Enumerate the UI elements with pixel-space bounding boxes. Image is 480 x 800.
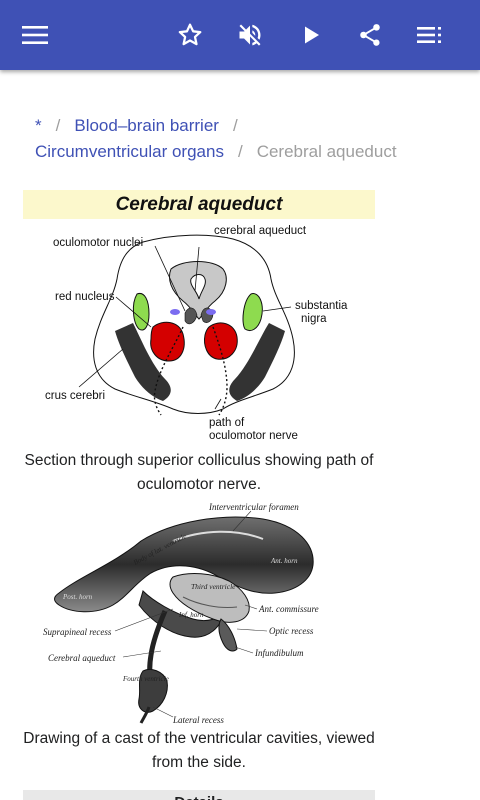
play-button[interactable] bbox=[287, 11, 335, 59]
label-lateral-recess: Lateral recess bbox=[172, 715, 224, 725]
contents-button[interactable] bbox=[406, 11, 454, 59]
breadcrumb: * / Blood–brain barrier / Circumventricular… bbox=[35, 113, 455, 165]
label-third-ventricle: Third ventricle bbox=[191, 582, 236, 591]
substantia-nigra-right bbox=[242, 293, 263, 332]
red-nucleus-left bbox=[150, 321, 185, 362]
label-oculomotor-nuclei: oculomotor nuclei bbox=[53, 237, 143, 249]
breadcrumb-current: Cerebral aqueduct bbox=[256, 142, 397, 161]
third-ventricle-cast bbox=[169, 573, 250, 623]
nerve-path-right bbox=[212, 326, 228, 416]
ventricle-cast-drawing[interactable]: Interventricular foramen Third ventricle… bbox=[23, 501, 375, 727]
bookmark-button[interactable] bbox=[166, 11, 214, 59]
label-optic-recess: Optic recess bbox=[269, 626, 314, 636]
infobox-title: Cerebral aqueduct bbox=[23, 190, 375, 219]
label-nigra: nigra bbox=[301, 313, 327, 325]
label-suprapineal-recess: Suprapineal recess bbox=[43, 627, 112, 637]
menu-icon bbox=[22, 26, 48, 44]
breadcrumb-separator: / bbox=[232, 116, 238, 135]
volume-off-icon bbox=[239, 24, 261, 46]
label-post-horn: Post. horn bbox=[62, 593, 93, 601]
menu-button[interactable] bbox=[11, 11, 59, 59]
label-inf-horn: Inf. horn bbox=[178, 611, 204, 619]
label-substantia: substantia bbox=[295, 300, 348, 312]
lateral-ventricle-cast bbox=[54, 516, 314, 613]
fourth-ventricle-cast bbox=[138, 668, 168, 713]
aqueduct-shape bbox=[190, 274, 206, 300]
label-cerebral-aqueduct: cerebral aqueduct bbox=[214, 225, 307, 237]
label-path-of: path of bbox=[209, 417, 245, 429]
star-icon bbox=[178, 23, 202, 46]
label-interventricular-foramen: Interventricular foramen bbox=[208, 502, 299, 512]
app-bar bbox=[0, 0, 480, 70]
edinger-westphal-right bbox=[206, 309, 216, 315]
mute-button[interactable] bbox=[226, 11, 274, 59]
label-fourth-ventricle: Fourth ventricle bbox=[122, 675, 169, 683]
edinger-westphal-left bbox=[170, 309, 180, 315]
nerve-path-left bbox=[153, 326, 184, 416]
label-ant-commissure: Ant. commissure bbox=[258, 604, 319, 614]
details-header[interactable]: Details bbox=[23, 790, 375, 800]
label-ant-horn: Ant. horn bbox=[270, 557, 298, 565]
figure2-caption: Drawing of a cast of the ventricular cav… bbox=[23, 730, 375, 771]
section-diagram[interactable]: oculomotor nuclei cerebral aqueduct red … bbox=[23, 219, 375, 449]
substantia-nigra-left bbox=[132, 292, 150, 331]
article-content: * / Blood–brain barrier / Circumventricular… bbox=[0, 70, 480, 800]
breadcrumb-link-blood-brain-barrier[interactable]: Blood–brain barrier bbox=[74, 116, 219, 135]
red-nucleus-right bbox=[204, 322, 238, 360]
breadcrumb-home-link[interactable]: * bbox=[35, 116, 42, 135]
infundibulum-cast bbox=[218, 618, 238, 652]
label-red-nucleus: red nucleus bbox=[55, 291, 115, 303]
play-icon bbox=[305, 26, 319, 44]
label-infundibulum: Infundibulum bbox=[254, 648, 304, 658]
crus-cerebri-right bbox=[229, 323, 285, 401]
oculomotor-nucleus-dark bbox=[184, 307, 214, 325]
label-oculomotor-nerve: oculomotor nerve bbox=[209, 430, 298, 442]
label-cerebral-aqueduct-fig2: Cerebral aqueduct bbox=[48, 653, 116, 663]
share-button[interactable] bbox=[346, 11, 394, 59]
share-icon bbox=[360, 24, 380, 46]
breadcrumb-link-circumventricular-organs[interactable]: Circumventricular organs bbox=[35, 142, 224, 161]
label-crus-cerebri: crus cerebri bbox=[45, 390, 105, 402]
infobox: Cerebral aqueduct bbox=[23, 190, 375, 775]
figure1-caption: Section through superior colliculus show… bbox=[24, 452, 374, 493]
playlist-icon bbox=[417, 27, 441, 43]
breadcrumb-separator: / bbox=[55, 116, 61, 135]
breadcrumb-separator: / bbox=[237, 142, 243, 161]
